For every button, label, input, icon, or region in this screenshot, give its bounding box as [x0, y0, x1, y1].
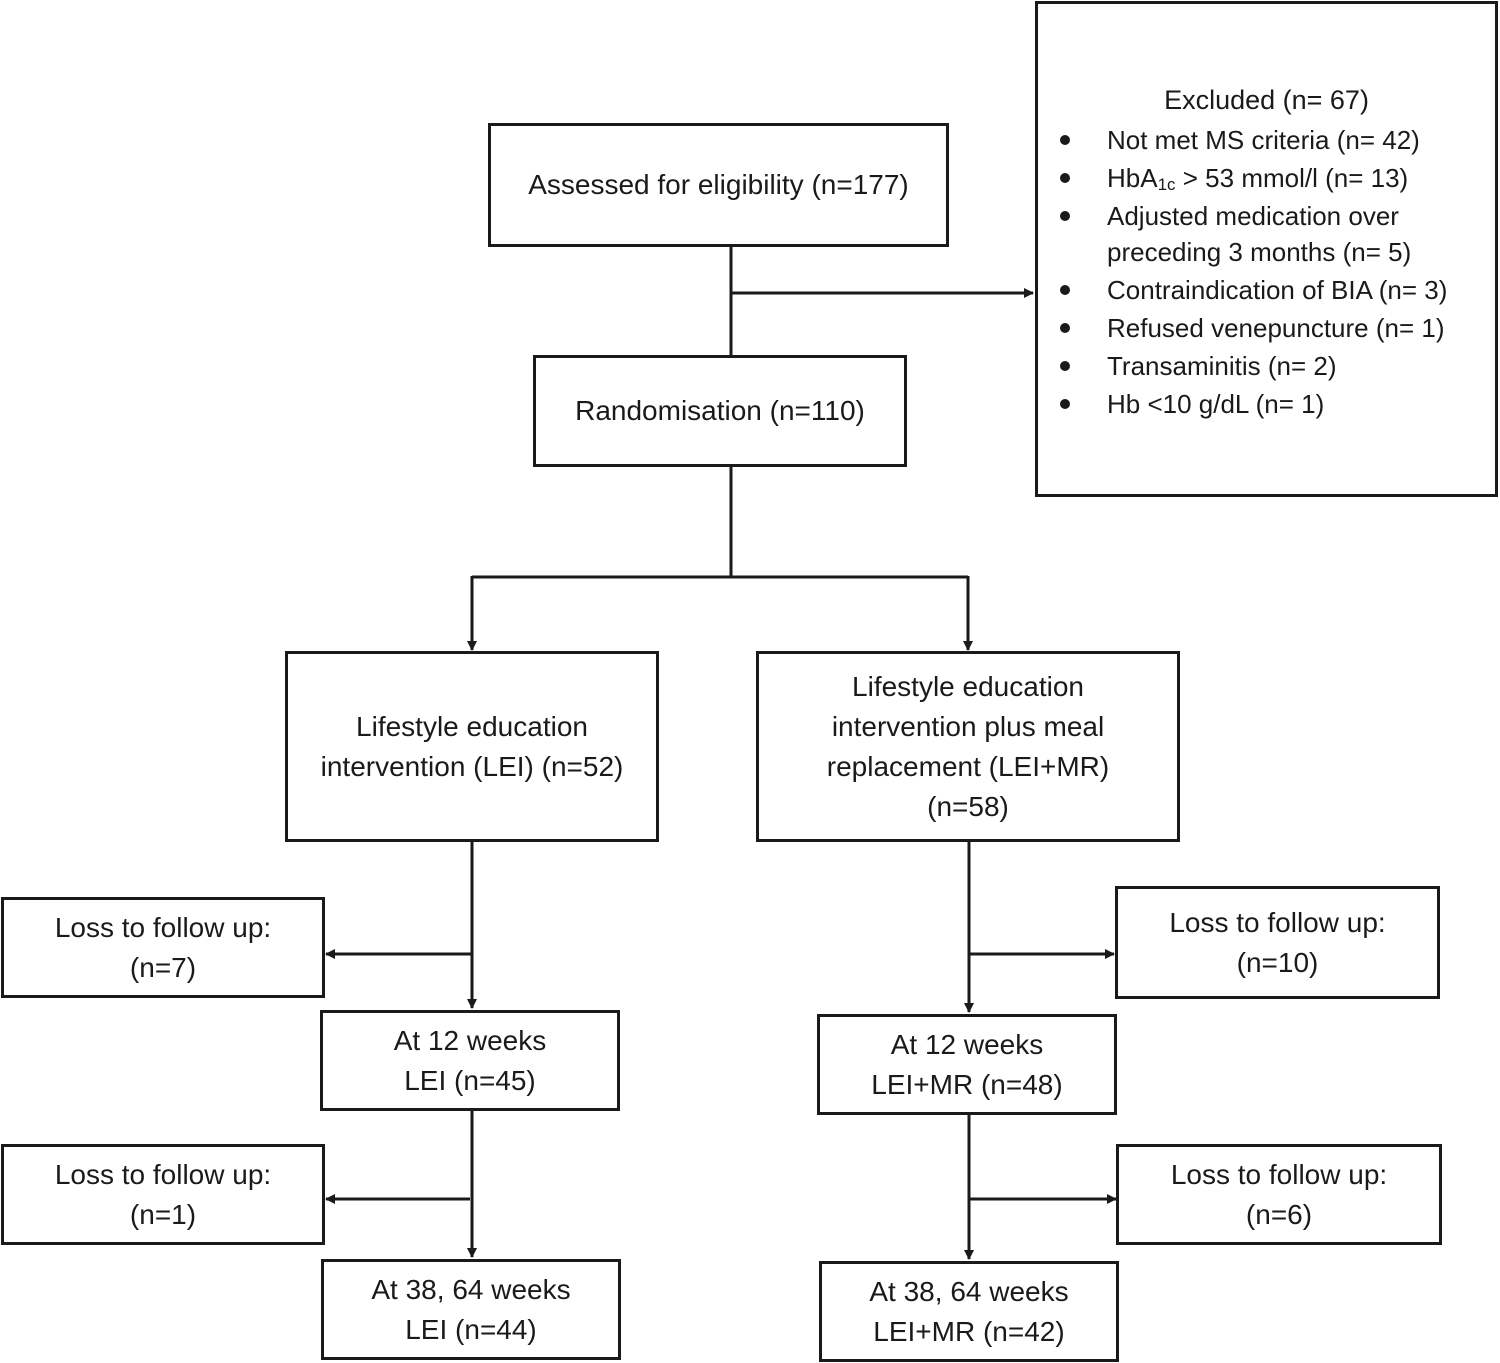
assessed-label: Assessed for eligibility (n=177) — [528, 169, 909, 200]
bullet-icon — [1060, 323, 1070, 333]
leimr-label-line: (n=58) — [927, 790, 1009, 822]
excluded-item: Not met MS criteria (n= 42) — [1038, 121, 1495, 159]
assessed-box: Assessed for eligibility (n=177) — [488, 123, 949, 247]
lei-loss-2-box: Loss to follow up: (n=1) — [1, 1144, 325, 1245]
leimr-label-line: replacement (LEI+MR) — [826, 750, 1110, 782]
bullet-icon — [1060, 285, 1070, 295]
leimr-label-line: intervention plus meal — [831, 710, 1105, 742]
excluded-item: Refused venepuncture (n= 1) — [1038, 309, 1495, 347]
lei-12-weeks-box: At 12 weeks LEI (n=45) — [320, 1010, 620, 1111]
mr-loss-1-box: Loss to follow up: (n=10) — [1115, 886, 1440, 999]
leimr-group-box: Lifestyle education intervention plus me… — [756, 651, 1180, 842]
bullet-icon — [1060, 211, 1070, 221]
randomisation-label: Randomisation (n=110) — [575, 395, 865, 426]
lei-label-line: Lifestyle education — [356, 710, 588, 742]
lei-loss-1-box: Loss to follow up: (n=7) — [1, 897, 325, 998]
excluded-item: Transaminitis (n= 2) — [1038, 347, 1495, 385]
excluded-box: Excluded (n= 67) Not met MS criteria (n=… — [1035, 1, 1498, 497]
bullet-icon — [1060, 173, 1070, 183]
excluded-list: Not met MS criteria (n= 42) HbA1c > 53 m… — [1038, 121, 1495, 423]
mr-loss-2-box: Loss to follow up: (n=6) — [1116, 1144, 1442, 1245]
leimr-label-line: Lifestyle education — [852, 670, 1084, 702]
mr-38-64-weeks-box: At 38, 64 weeks LEI+MR (n=42) — [819, 1261, 1119, 1362]
excluded-item: Adjusted medication over preceding 3 mon… — [1038, 197, 1495, 271]
excluded-item: Contraindication of BIA (n= 3) — [1038, 271, 1495, 309]
excluded-item: Hb <10 g/dL (n= 1) — [1038, 385, 1495, 423]
excluded-item: HbA1c > 53 mmol/l (n= 13) — [1038, 159, 1495, 197]
lei-38-64-weeks-box: At 38, 64 weeks LEI (n=44) — [321, 1259, 621, 1360]
randomisation-box: Randomisation (n=110) — [533, 355, 907, 467]
lei-label-line: intervention (LEI) (n=52) — [320, 750, 624, 782]
mr-12-weeks-box: At 12 weeks LEI+MR (n=48) — [817, 1014, 1117, 1115]
lei-group-box: Lifestyle education intervention (LEI) (… — [285, 651, 659, 842]
bullet-icon — [1060, 361, 1070, 371]
bullet-icon — [1060, 399, 1070, 409]
bullet-icon — [1060, 135, 1070, 145]
excluded-title: Excluded (n= 67) — [1164, 85, 1369, 115]
